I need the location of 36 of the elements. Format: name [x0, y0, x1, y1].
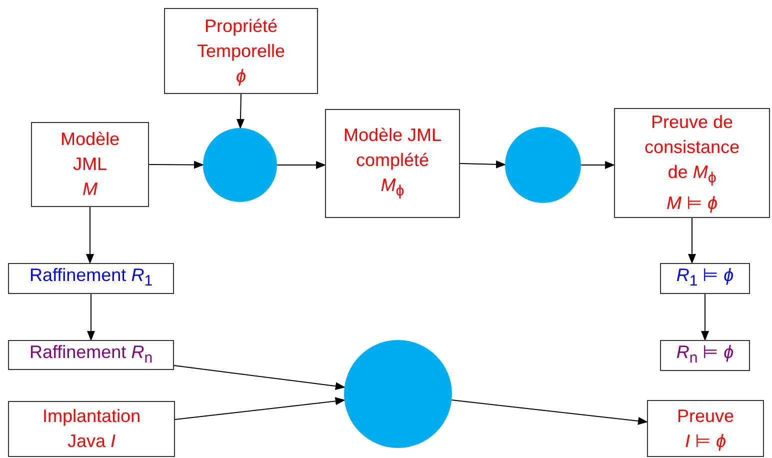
- node-text: Modèle JML: [59, 128, 121, 176]
- process-box: [647, 400, 764, 457]
- process-box: [660, 263, 750, 294]
- node-text: M: [82, 178, 98, 201]
- process-box: [8, 340, 174, 370]
- arrow: [236, 94, 244, 129]
- arrow: [451, 400, 648, 425]
- arrow: [174, 397, 346, 420]
- node-text: R$_{n}$ ⊨ ϕ: [676, 341, 734, 369]
- node-text: Implantation Java I: [41, 405, 142, 453]
- node-text: M$_{ϕ}$: [380, 174, 404, 202]
- arrow: [688, 218, 696, 264]
- node-text: M ⊨ ϕ: [666, 192, 718, 215]
- arrow: [87, 294, 95, 341]
- arrow: [148, 160, 204, 169]
- arrow: [580, 161, 615, 169]
- node-text: Preuve: [676, 404, 734, 428]
- node-text: Preuve de consistance de M$_{ϕ}$: [643, 111, 741, 189]
- process-box: [8, 401, 175, 457]
- arrow: [174, 365, 346, 390]
- arrow: [86, 206, 94, 264]
- node-text: R$_{1}$ ⊨ ϕ: [676, 264, 734, 292]
- process-box: [660, 340, 750, 371]
- process-box: [614, 108, 770, 218]
- arrow: [276, 161, 326, 169]
- node-text: ϕ: [236, 64, 246, 88]
- arrow: [460, 160, 506, 168]
- process-box: [8, 263, 174, 294]
- process-box: [325, 109, 460, 218]
- node-text: Modèle JML complété: [342, 124, 442, 172]
- node-text: Raffinement R$_{n}$: [29, 340, 153, 368]
- process-box: [31, 122, 149, 207]
- process-box: [164, 8, 318, 94]
- arrow: [701, 294, 709, 341]
- node-text: Raffinement R$_{1}$: [29, 264, 153, 292]
- node-text: I ⊨ ϕ: [684, 430, 726, 453]
